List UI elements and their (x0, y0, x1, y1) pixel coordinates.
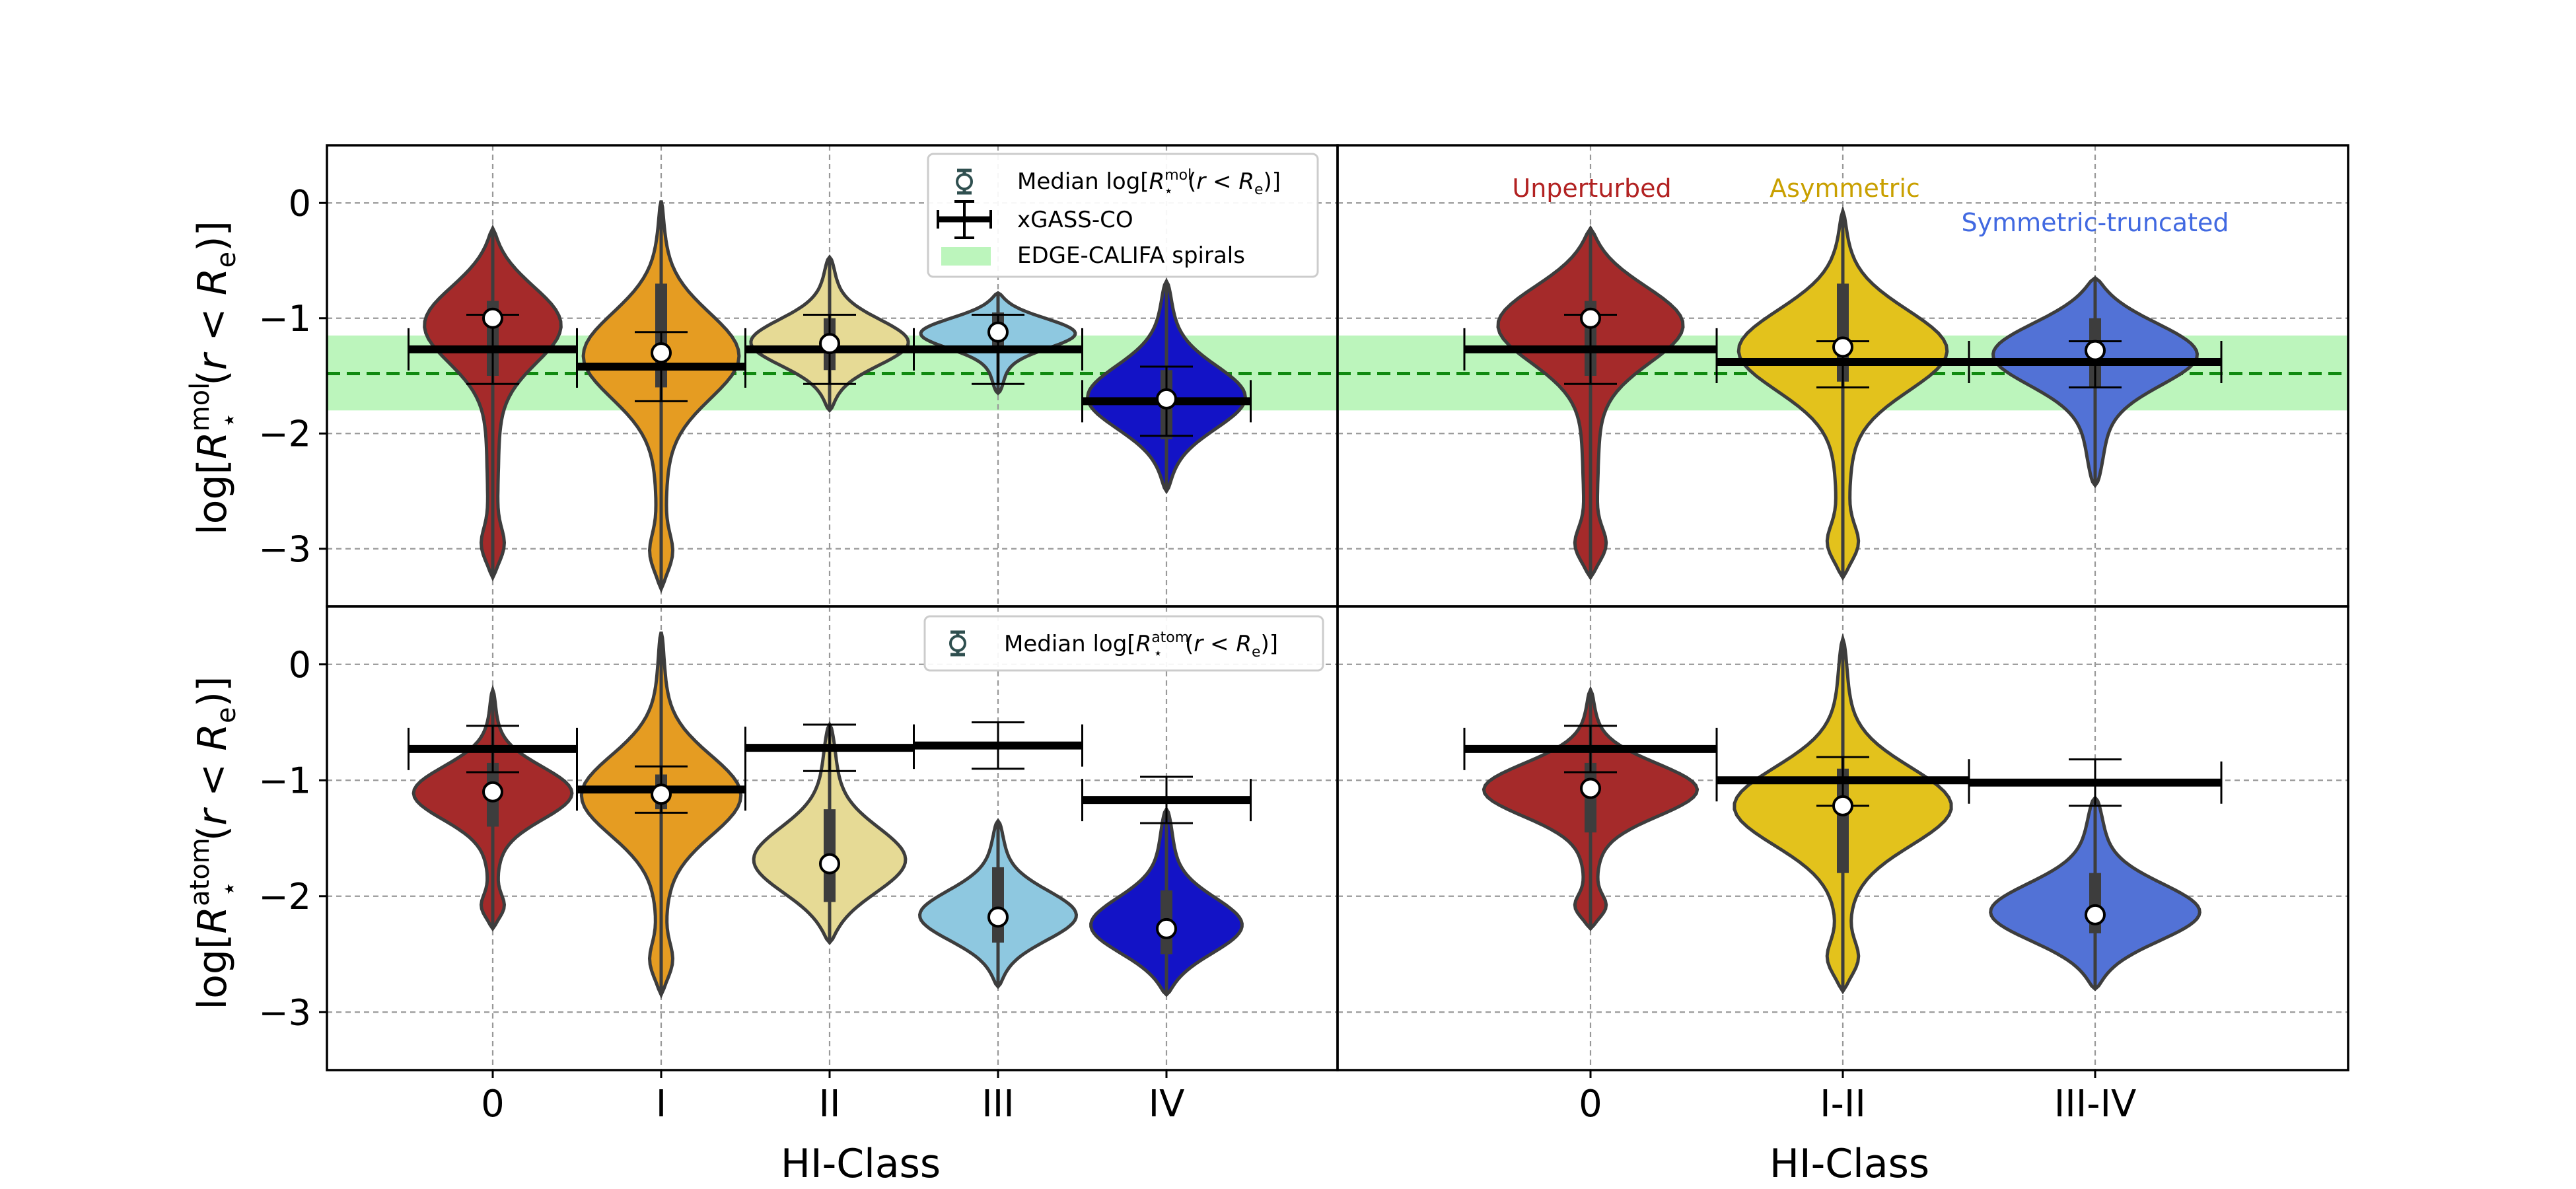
annotation-asymmetric: Asymmetric (1770, 174, 1920, 203)
median-point-4 (1156, 388, 1177, 410)
panel-frame (1336, 605, 2349, 1071)
panel-top-left: 0 −1 −2 −3 (258, 144, 1339, 608)
labels-layer: HI-Class HI-Class log[Rmol⋆(r < Re)] log… (185, 221, 1929, 1187)
legend-xgass-label: xGASS-CO (1017, 207, 1133, 233)
y-tick-label-0: 0 (289, 644, 311, 686)
median-point-1 (1832, 795, 1853, 816)
legend-median-label: Median log[Rmol⋆(r < Re)] (1017, 167, 1281, 199)
x-tick-label-3: III (982, 1083, 1015, 1126)
x-tick-label-4: IV (1149, 1083, 1185, 1126)
median-point-1 (651, 783, 672, 805)
median-point-3 (987, 906, 1009, 928)
annotations-layer: Unperturbed Asymmetric Symmetric-truncat… (1512, 174, 2229, 237)
legend-xgass-marker (937, 200, 992, 239)
legend-bottom-left-frame (923, 615, 1324, 672)
x-tick-label-0: 0 (1579, 1083, 1602, 1126)
y-tick-label-3: −3 (258, 528, 311, 570)
legends-layer: Median log[Rmol⋆(r < Re)] xGASS-CO EDGE-… (923, 153, 1324, 672)
x-tick-label-1: I (656, 1083, 667, 1126)
median-point-1 (651, 342, 672, 364)
x-tick-label-2: II (818, 1083, 840, 1126)
legend-bottom-left: Median log[Ratom⋆(r < Re)] (923, 615, 1324, 672)
x-tick-label-0: 0 (481, 1083, 505, 1126)
median-point-2 (2085, 340, 2106, 361)
median-point-0 (482, 307, 503, 329)
y-tick-label-2: −2 (258, 876, 311, 918)
panel-top-right (1336, 144, 2349, 608)
x-tick-label-1: I-II (1820, 1083, 1866, 1126)
median-point-2 (2085, 904, 2106, 925)
legend-edge-swatch (941, 247, 991, 266)
legend-top-left-frame (927, 153, 1319, 278)
y-tick-label-0: 0 (289, 182, 311, 224)
legend-edge-label: EDGE-CALIFA spirals (1017, 242, 1245, 269)
median-point-0 (482, 781, 503, 803)
median-point-0 (1580, 307, 1601, 329)
median-point-2 (819, 333, 840, 355)
violin-iqr-box-1 (1837, 768, 1849, 873)
x-axis-label-right: HI-Class (1770, 1141, 1929, 1187)
x-axis-label-left: HI-Class (781, 1141, 941, 1187)
annotation-unperturbed: Unperturbed (1512, 174, 1671, 203)
y-tick-label-1: −1 (258, 760, 311, 801)
y-axis-label-top: log[Rmol⋆(r < Re)] (185, 221, 244, 535)
median-point-0 (1580, 777, 1601, 799)
panel-bottom-right: 0 I-II III-IV (1336, 605, 2349, 1126)
median-point-3 (987, 321, 1009, 343)
x-tick-label-2: III-IV (2054, 1083, 2137, 1126)
y-axis-label-bottom: log[Ratom⋆(r < Re)] (185, 676, 244, 1010)
median-point-2 (819, 853, 840, 875)
legend-atom-median-marker (949, 630, 966, 657)
legend-median-marker (956, 168, 973, 195)
y-tick-label-1: −1 (258, 298, 311, 340)
median-point-1 (1832, 336, 1853, 358)
legend-atom-median-label: Median log[Ratom⋆(r < Re)] (1004, 630, 1278, 662)
median-point-4 (1156, 918, 1177, 939)
annotation-symmetric-truncated: Symmetric-truncated (1962, 208, 2229, 237)
violin-iqr-box-3 (992, 867, 1004, 943)
y-tick-label-2: −2 (258, 413, 311, 454)
legend-top-left: Median log[Rmol⋆(r < Re)] xGASS-CO EDGE-… (927, 153, 1319, 278)
y-tick-label-3: −3 (258, 991, 311, 1033)
